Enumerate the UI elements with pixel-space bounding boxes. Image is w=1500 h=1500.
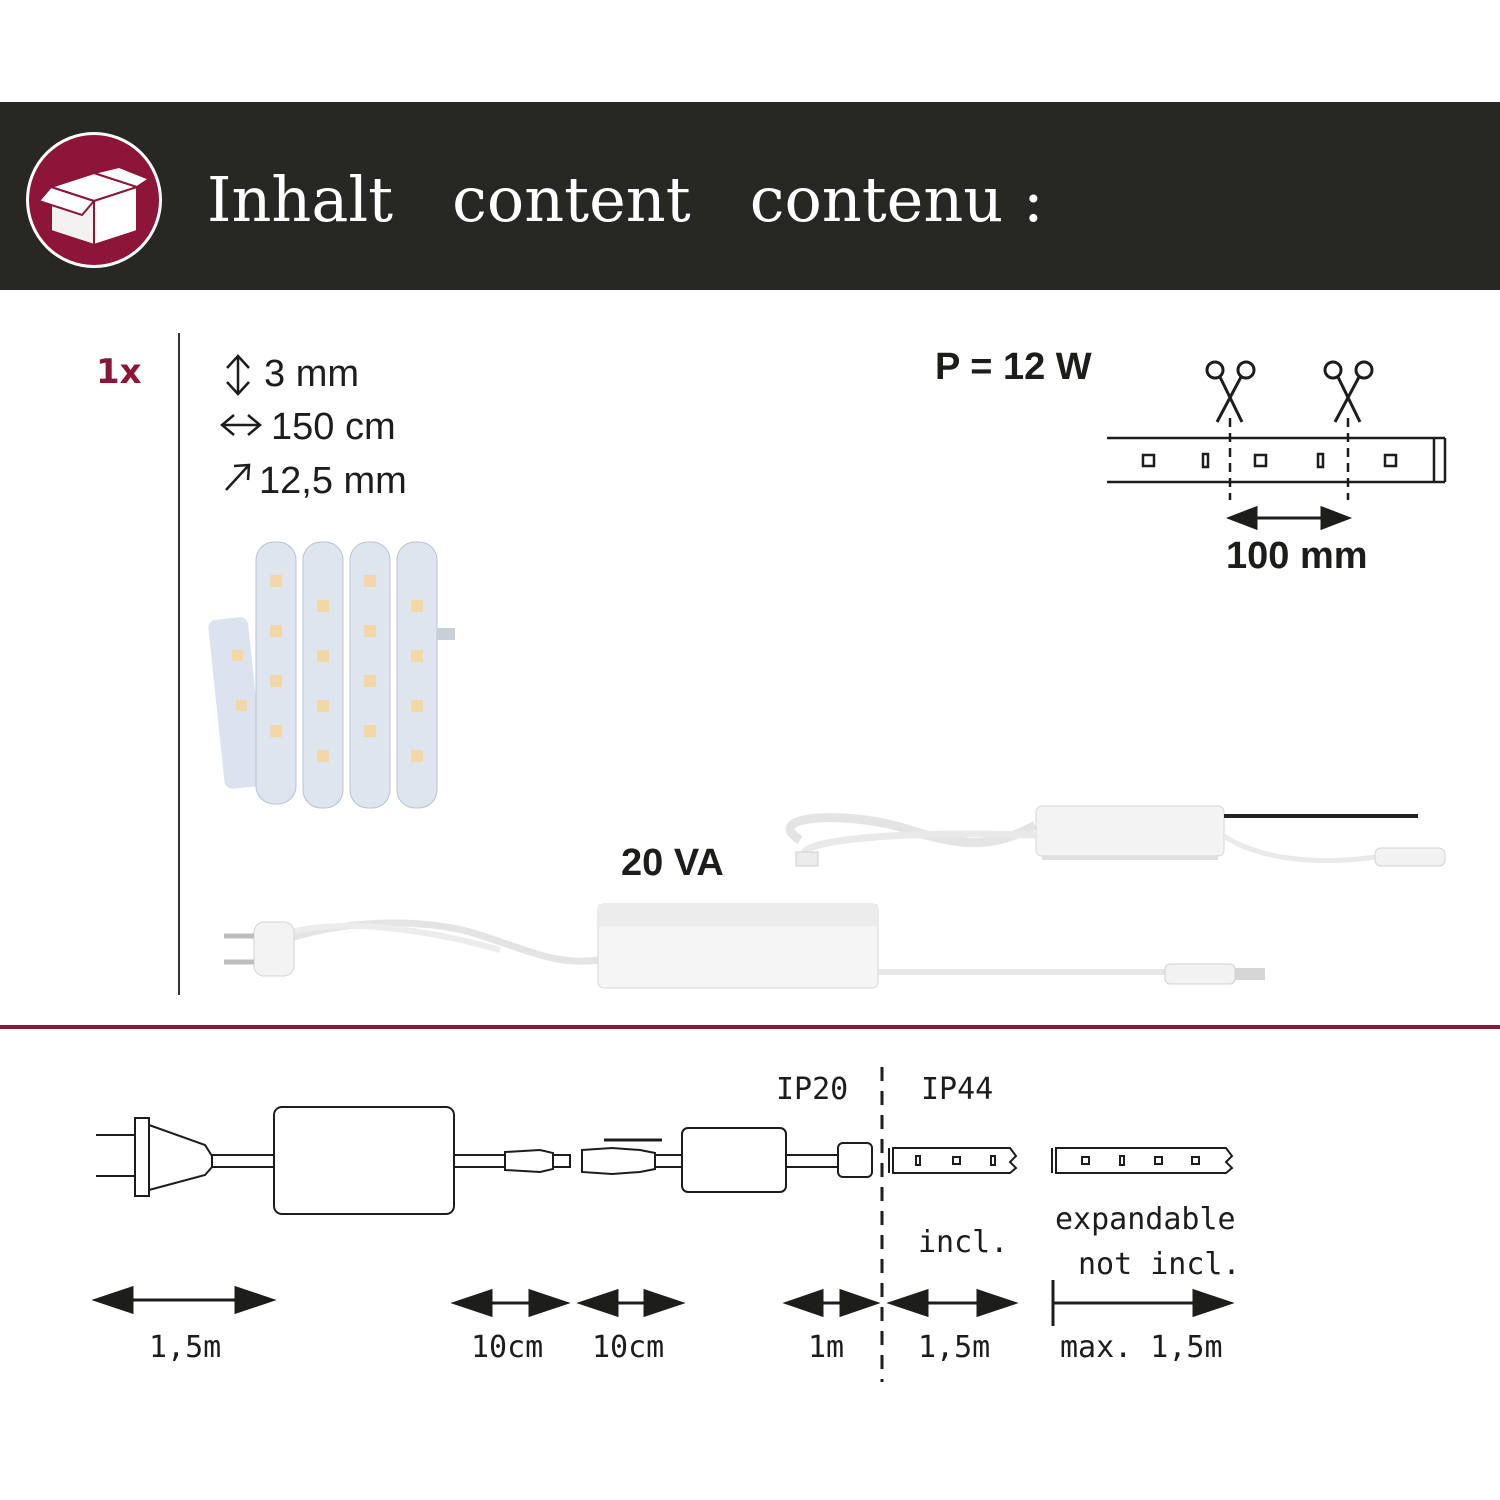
- not-included-label: not incl.: [1078, 1247, 1241, 1282]
- width-value: 12,5 mm: [259, 460, 407, 502]
- length-label-dc-out: 10cm: [471, 1330, 544, 1365]
- length-label-controller-in: 10cm: [592, 1330, 665, 1365]
- width-arrow-icon: [225, 463, 251, 491]
- length-arrows: [91, 1280, 1235, 1326]
- controller-image: [785, 805, 1446, 867]
- length-label-max: max. 1,5m: [1060, 1330, 1223, 1365]
- header-bar: [0, 102, 1500, 290]
- included-label: incl.: [918, 1225, 1009, 1260]
- length-value: 150 cm: [271, 406, 396, 448]
- length-label-controller-out: 1m: [808, 1330, 845, 1365]
- length-label-cable: 1,5m: [149, 1330, 222, 1365]
- length-label-strip: 1,5m: [918, 1330, 991, 1365]
- power-label: P = 12 W: [935, 346, 1092, 388]
- strip-cut-diagram: [1107, 418, 1447, 500]
- cut-distance-arrow: [1225, 505, 1353, 531]
- wiring-schematic: [96, 1067, 1234, 1382]
- zone-ip20-label: IP20: [776, 1072, 849, 1107]
- scissors-icon: [1205, 360, 1256, 423]
- height-arrow-icon: [226, 354, 250, 396]
- scissors-icon: [1323, 360, 1374, 423]
- driver-rating-label: 20 VA: [621, 842, 724, 884]
- driver-image: [224, 903, 1265, 989]
- length-arrow-icon: [220, 414, 262, 436]
- led-strip-roll-image: [208, 541, 455, 809]
- page-title: Inhalt content contenu :: [207, 163, 1044, 236]
- cut-interval-label: 100 mm: [1226, 535, 1368, 577]
- box-icon: [26, 132, 162, 268]
- zone-ip44-label: IP44: [921, 1072, 994, 1107]
- quantity-label: 1x: [96, 352, 142, 392]
- height-value: 3 mm: [264, 353, 359, 395]
- expandable-label: expandable: [1055, 1202, 1236, 1237]
